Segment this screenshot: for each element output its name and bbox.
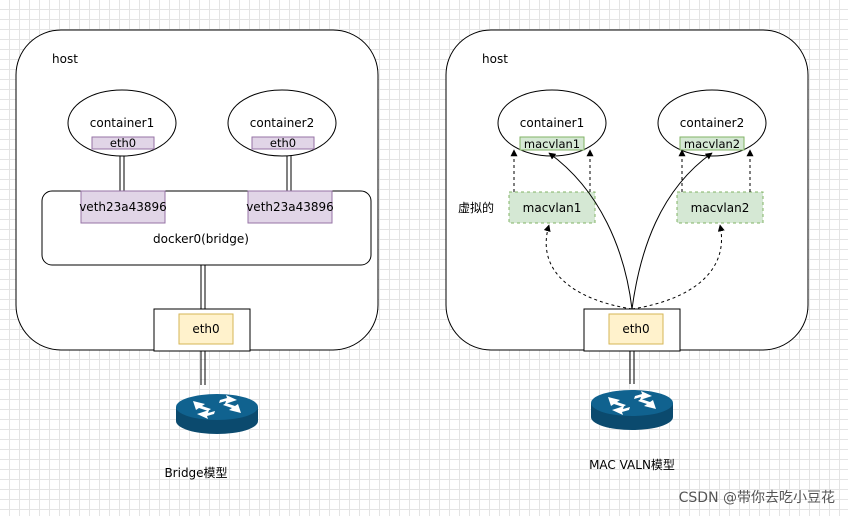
left-container2-eth0-label: eth0 [270,136,296,150]
virtual-macvlan1-label: macvlan1 [523,201,582,215]
veth1-box [80,190,166,224]
right-container2-macvlan-label: macvlan2 [684,137,740,151]
eth0-to-container-arrows [548,152,713,310]
veth1-label: veth23a43896 [79,200,167,214]
right-host-label: host [482,52,508,66]
right-container2-macvlan-box [679,136,745,151]
left-host-label: host [52,52,78,66]
left-container1-label: container1 [90,116,155,130]
right-router-icon [591,390,673,430]
veth2-label: veth23a43896 [246,200,334,214]
virtual-macvlan2-label: macvlan2 [691,201,750,215]
right-host-box [445,29,809,351]
right-container1-label: container1 [520,116,585,130]
bridge-model-diagram: host container1 eth0 container2 eth0 doc… [15,29,379,480]
right-container1-macvlan-box [519,136,585,151]
left-container1-eth0-label: eth0 [110,136,136,150]
virtual-macvlan1-box [508,191,596,224]
right-host-eth0-label: eth0 [622,322,649,336]
left-container2-eth0-box [251,136,315,150]
right-router-link [629,351,635,384]
right-host-eth0-box [608,313,664,345]
right-container1-macvlan-label: macvlan1 [524,137,580,151]
left-container2-label: container2 [250,116,315,130]
left-bridge-uplink [200,265,206,310]
virtual-to-container-arrows [510,149,754,192]
left-host-eth0-box [178,313,234,345]
left-router-icon [176,394,258,434]
macvlan-model-diagram: host container1 macvlan1 container2 macv… [445,29,809,472]
virtual-label: 虚拟的 [458,200,494,215]
right-container2-label: container2 [680,116,745,130]
virtual-macvlan2-box [676,191,764,224]
left-host-box [15,29,379,351]
left-caption: Bridge模型 [164,466,227,480]
left-router-link [200,351,206,385]
watermark: CSDN @带你去吃小豆花 [679,490,835,506]
left-container1-eth0-box [91,136,155,150]
left-host-eth0-label: eth0 [192,322,219,336]
docker0-bridge-label: docker0(bridge) [153,232,249,246]
right-caption: MAC VALN模型 [589,458,675,472]
eth0-to-virtual-arrows [543,224,725,310]
veth2-box [247,190,333,224]
